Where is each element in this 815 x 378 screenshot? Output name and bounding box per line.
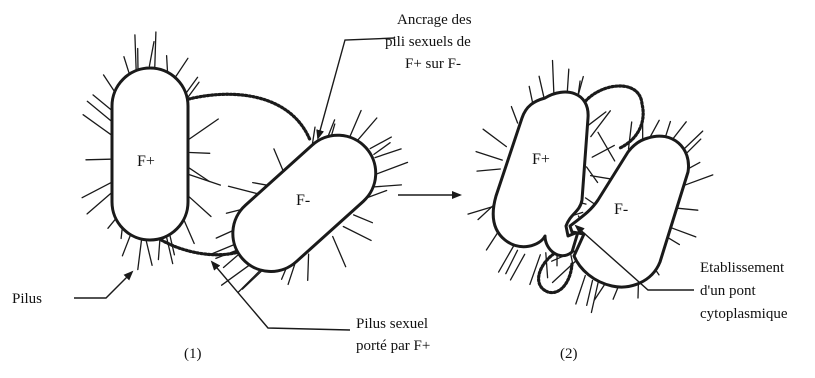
- pilus-hair: [539, 76, 544, 97]
- pilus-hair: [587, 167, 598, 183]
- pilus-hair: [553, 260, 578, 283]
- pilus-hair: [546, 253, 548, 278]
- anchoring-line-2: pili sexuels de: [385, 34, 471, 50]
- bridge-line-3: cytoplasmique: [700, 306, 788, 322]
- annotation-anchoring: Ancrage des pili sexuels de F+ sur F-: [318, 12, 472, 138]
- anchoring-line-1: Ancrage des: [397, 12, 472, 28]
- pilus-hair: [308, 254, 309, 280]
- annotation-sex-pilus: Pilus sexuel porté par F+: [212, 262, 430, 354]
- pilus-hair: [189, 119, 218, 139]
- pilus-label: Pilus: [12, 291, 42, 307]
- pilus-hair: [591, 282, 598, 312]
- pilus-hair: [333, 237, 346, 267]
- pilus-hair: [354, 215, 373, 223]
- cell-label-f-plus-2: F+: [532, 151, 550, 168]
- pilus-hair: [529, 86, 533, 104]
- cell-f-minus-2: [570, 136, 689, 287]
- sex-pilus-line-1: Pilus sexuel: [356, 316, 428, 332]
- panel-label-2: (2): [560, 346, 578, 362]
- sex-pilus-line-2: porté par F+: [356, 338, 430, 354]
- cell-label-f-minus-2: F-: [614, 201, 628, 218]
- pilus-hair: [669, 227, 696, 237]
- pilus-hair: [576, 276, 586, 304]
- pilus-hair: [511, 107, 517, 123]
- anchoring-leader: [318, 38, 395, 138]
- pilus-hair: [86, 159, 110, 160]
- membrane-lobe-top: [583, 86, 643, 148]
- pilus-hair: [511, 254, 525, 280]
- pilus-hair: [189, 175, 221, 186]
- bridge-line-2: d'un pont: [700, 283, 756, 299]
- pilus-hair: [190, 153, 210, 154]
- pilus-hair: [476, 152, 502, 161]
- pilus-hair: [677, 208, 698, 210]
- pilus-hair: [587, 281, 593, 306]
- pilus-hair: [499, 247, 514, 273]
- pilus-hair: [374, 143, 390, 155]
- pilus-hair: [222, 265, 250, 285]
- pilus-hair: [356, 118, 377, 142]
- pilus-hair: [343, 227, 371, 241]
- annotation-pilus: Pilus: [12, 272, 132, 307]
- pilus-hair: [274, 149, 284, 173]
- pilus-hair: [155, 32, 156, 67]
- pilus-hair: [588, 112, 606, 125]
- anchoring-line-3: F+ sur F-: [405, 56, 461, 72]
- cell-label-f-plus-1: F+: [137, 153, 155, 170]
- bridge-line-1: Etablissement: [700, 260, 785, 276]
- panel-label-1: (1): [184, 346, 202, 362]
- pilus-leader: [74, 272, 132, 298]
- pilus-hair: [166, 235, 173, 264]
- pilus-hair: [87, 101, 112, 122]
- sex-pilus-leader: [212, 262, 350, 330]
- cell-label-f-minus-1: F-: [296, 192, 310, 209]
- pilus-hair: [158, 239, 160, 259]
- pilus-hair: [146, 242, 152, 266]
- pilus-hair: [553, 61, 554, 95]
- pilus-hair: [370, 137, 391, 149]
- pilus-hair: [591, 111, 611, 137]
- pilus-hair: [135, 35, 136, 72]
- pilus-hair: [375, 162, 408, 174]
- pilus-hair: [483, 129, 506, 146]
- panel-2: F+ F-: [468, 61, 713, 313]
- pilus-hair: [477, 169, 500, 171]
- pilus-hair: [149, 42, 154, 66]
- pilus-hair: [190, 168, 210, 181]
- pilus-hair: [239, 269, 263, 293]
- pilus-hair: [138, 240, 142, 270]
- pilus-hair: [87, 191, 114, 214]
- pilus-hair: [629, 122, 632, 149]
- panel-1: F+ F-: [82, 32, 407, 292]
